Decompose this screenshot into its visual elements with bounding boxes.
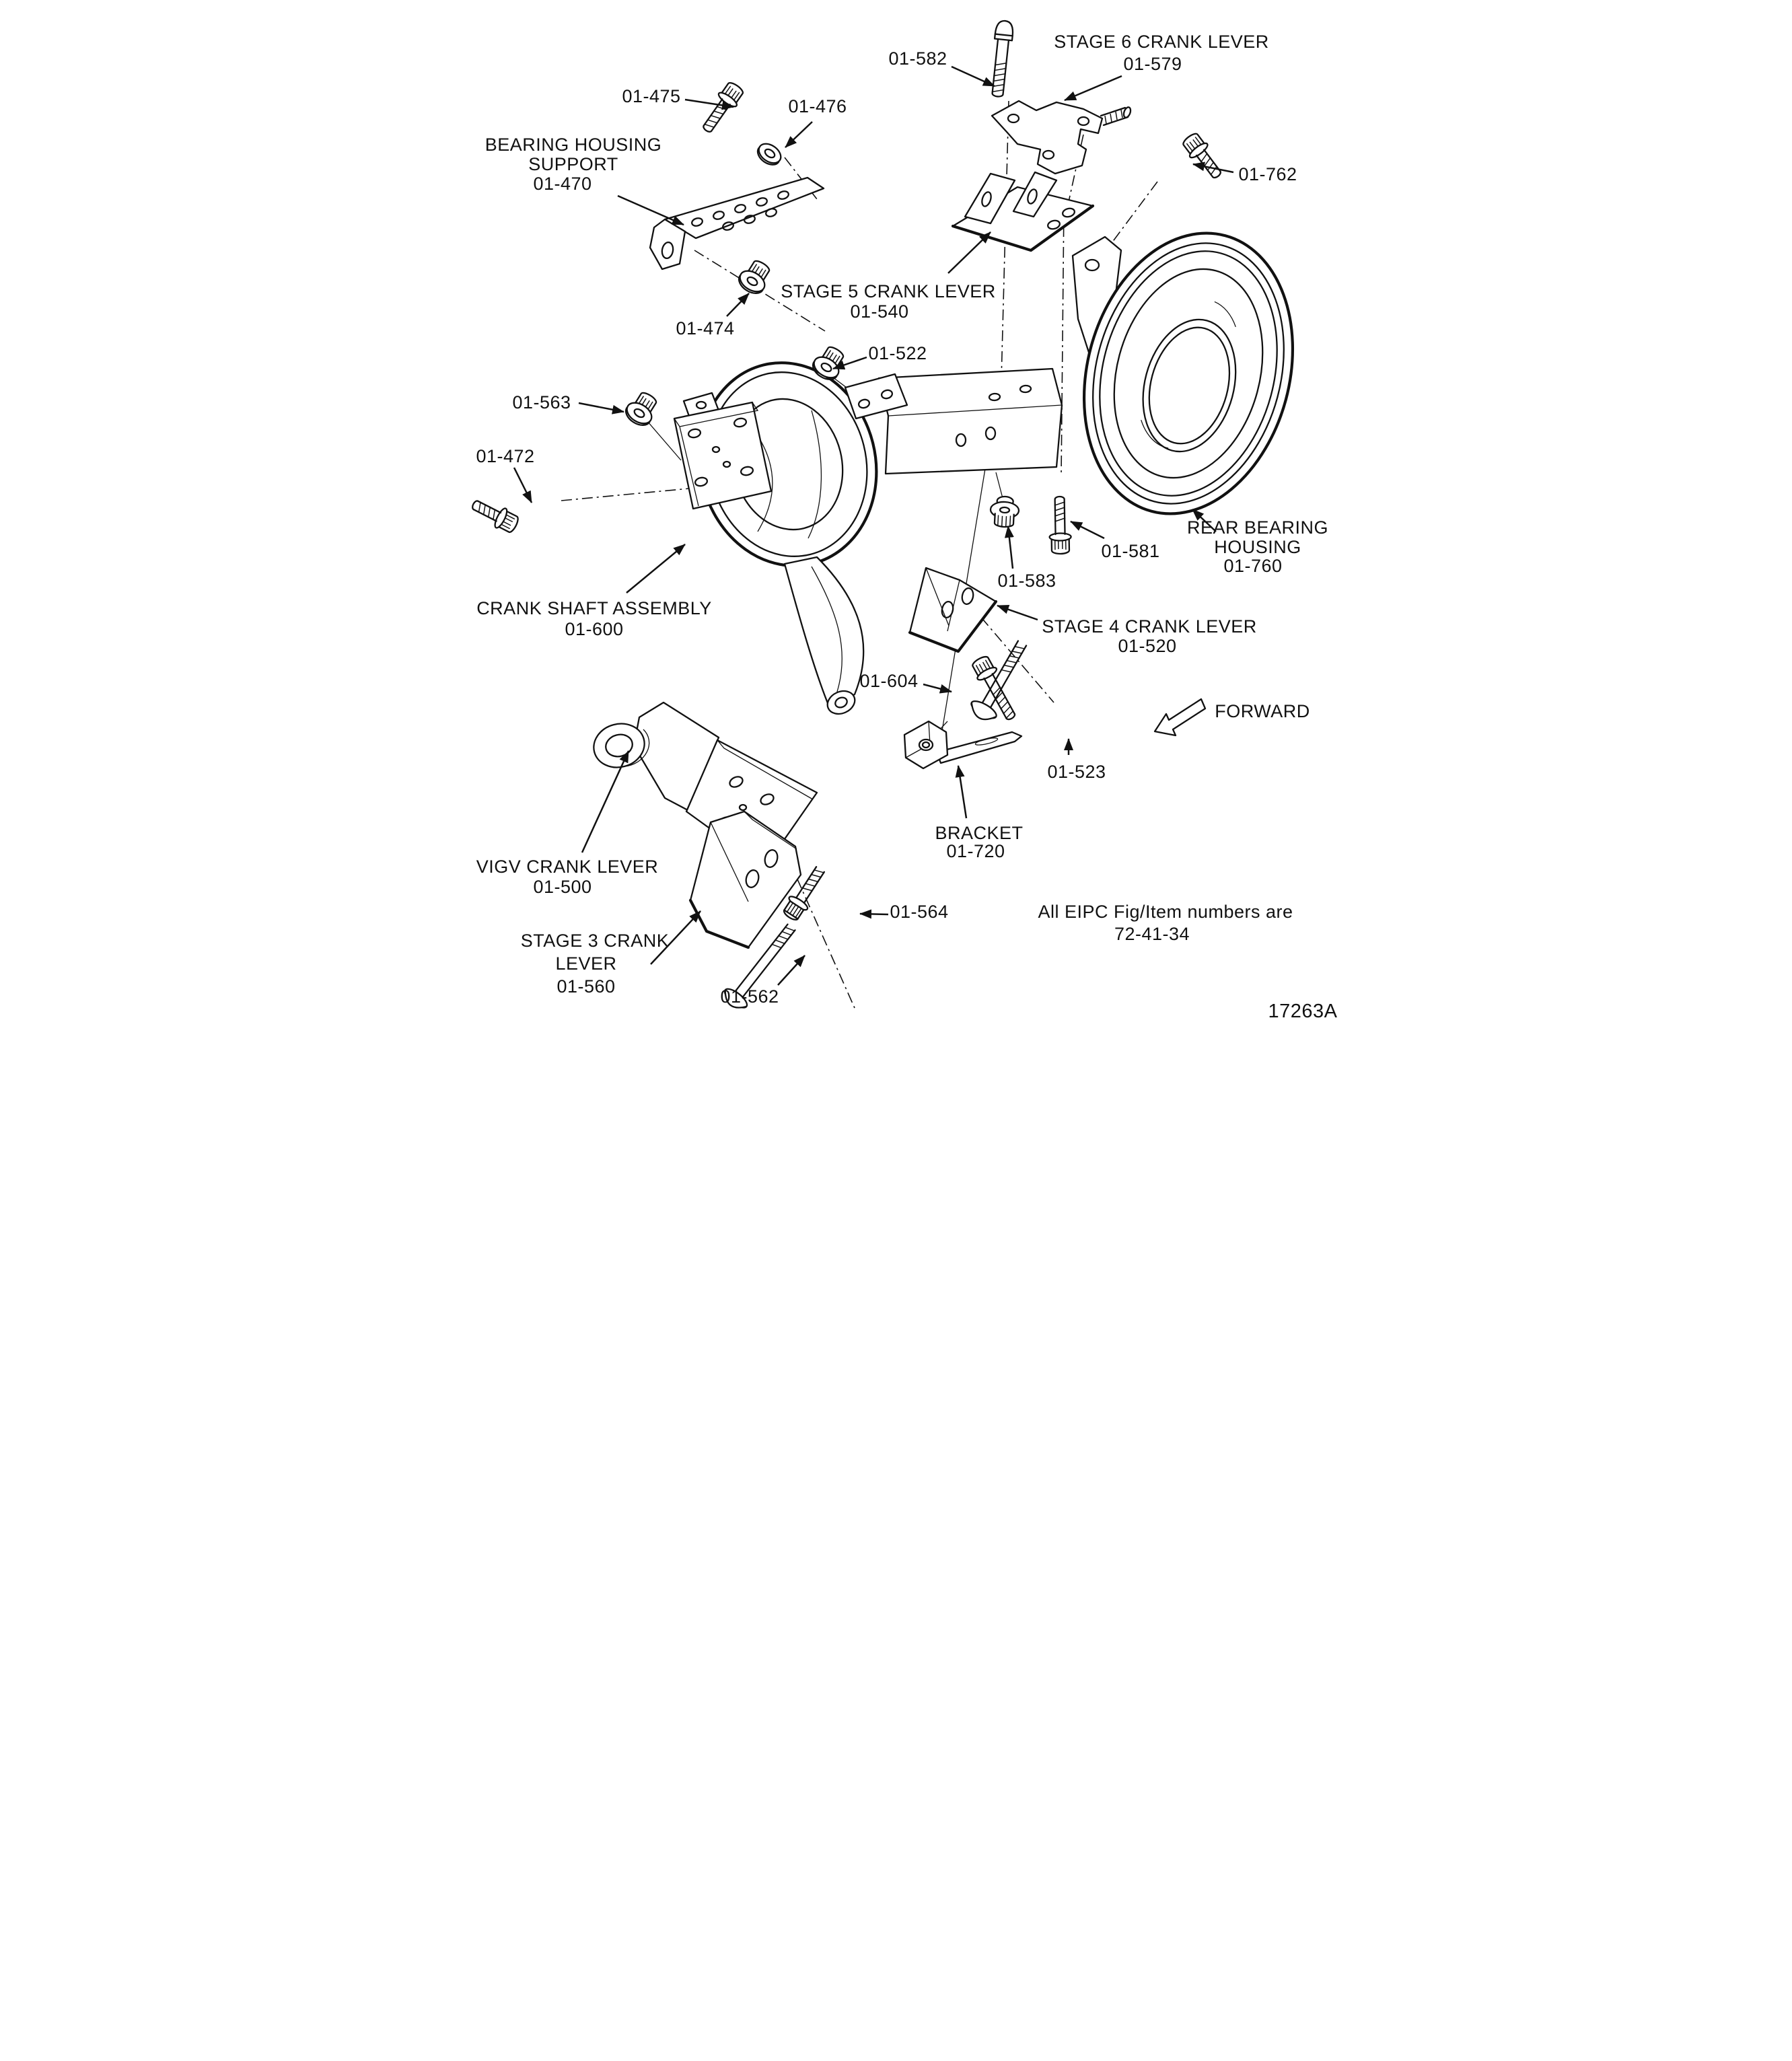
label-01-500: 01-500 [533,877,592,897]
part-crank-shaft-assembly [673,361,1063,715]
label-01-564: 01-564 [890,902,948,922]
leader-01-560 [649,910,701,965]
leader-01-562 [777,955,805,986]
leader-arrows [513,65,1233,986]
part-bolt-01-562 [723,923,796,1009]
leader-01-581 [1069,520,1105,540]
label-01-720: 01-720 [946,841,1005,861]
leader-01-474 [725,293,750,317]
leader-01-604 [923,683,952,694]
part-vigv-crank-lever [592,701,818,869]
label-01-476: 01-476 [788,96,847,116]
forward-arrow-icon [1153,698,1206,737]
part-bolt-01-564 [783,866,825,920]
leader-01-762 [1192,161,1233,174]
part-washer-01-476 [756,143,781,166]
leader-01-600 [625,544,686,593]
labels: 01-475 01-476 BEARING HOUSING SUPPORT 01… [476,32,1337,1022]
label-stage-6-crank-lever: STAGE 6 CRANK LEVER [1054,32,1269,52]
leader-01-470 [616,194,684,226]
label-01-581: 01-581 [1101,541,1159,561]
part-stage-5-crank-lever [951,171,1094,252]
leader-01-540 [947,231,991,274]
label-01-522: 01-522 [868,343,927,363]
part-stage-3-crank-lever [688,810,801,949]
label-stage-3-crank-lever-line2: LEVER [555,953,616,974]
part-bolt-01-472 [471,500,519,534]
label-01-562: 01-562 [720,986,779,1007]
label-bracket: BRACKET [935,823,1023,843]
part-bolt-01-581 [1048,495,1072,555]
label-crank-shaft-assembly: CRANK SHAFT ASSEMBLY [476,598,712,618]
leader-01-500 [581,750,629,853]
label-01-760: 01-760 [1223,556,1282,576]
part-rear-bearing-housing [1071,231,1294,515]
part-nut-01-583 [989,495,1019,528]
leader-01-760 [1191,509,1217,532]
part-bearing-housing-support [649,176,824,270]
label-01-583: 01-583 [997,571,1056,591]
label-01-762: 01-762 [1238,164,1297,184]
label-rear-bearing-housing-line1: REAR BEARING [1186,517,1328,538]
label-forward: FORWARD [1215,701,1310,721]
leader-01-472 [513,467,532,503]
label-01-520: 01-520 [1118,636,1176,656]
label-01-470: 01-470 [533,174,592,194]
exploded-parts-diagram: 01-475 01-476 BEARING HOUSING SUPPORT 01… [447,0,1345,1031]
label-stage-4-crank-lever: STAGE 4 CRANK LEVER [1042,616,1257,637]
label-stage-5-crank-lever: STAGE 5 CRANK LEVER [781,281,996,301]
diagram-canvas: 01-475 01-476 BEARING HOUSING SUPPORT 01… [471,20,1337,1022]
label-stage-3-crank-lever-line1: STAGE 3 CRANK [520,931,669,951]
label-01-600: 01-600 [565,619,623,639]
label-01-582: 01-582 [888,48,947,69]
leader-01-582 [950,65,995,87]
leader-01-520 [996,604,1038,621]
leader-01-476 [784,121,813,148]
part-nut-01-563 [624,392,657,426]
part-nut-01-474 [738,260,770,294]
leader-01-563 [578,402,624,414]
leader-01-579 [1063,75,1122,102]
figure-id-code: 17263A [1268,1001,1337,1022]
label-01-475: 01-475 [622,86,680,106]
part-stage-4-crank-lever [908,567,997,653]
label-01-474: 01-474 [676,318,734,338]
part-bolt-01-762 [1182,133,1221,179]
part-bracket-01-720 [903,720,1022,770]
part-bolt-01-523 [970,640,1027,721]
label-01-540: 01-540 [850,301,908,322]
note-line2: 72-41-34 [1114,924,1189,944]
label-bearing-housing-support-line2: SUPPORT [528,154,618,174]
label-vigv-crank-lever: VIGV CRANK LEVER [476,857,658,877]
part-bolt-01-582 [991,20,1013,98]
leader-01-475 [684,98,734,110]
label-01-579: 01-579 [1123,54,1182,74]
leader-01-522 [832,356,867,370]
leader-01-720 [955,765,967,819]
part-stage-6-crank-lever [991,100,1131,175]
label-01-563: 01-563 [512,392,571,412]
part-bolt-01-475 [702,81,744,133]
label-01-604: 01-604 [859,671,918,691]
label-01-472: 01-472 [476,446,534,466]
note-line1: All EIPC Fig/Item numbers are [1038,902,1293,922]
label-01-560: 01-560 [557,976,615,997]
label-rear-bearing-housing-line2: HOUSING [1214,537,1301,557]
leader-01-583 [1004,526,1014,569]
label-bearing-housing-support-line1: BEARING HOUSING [485,135,661,155]
label-01-523: 01-523 [1047,762,1106,782]
